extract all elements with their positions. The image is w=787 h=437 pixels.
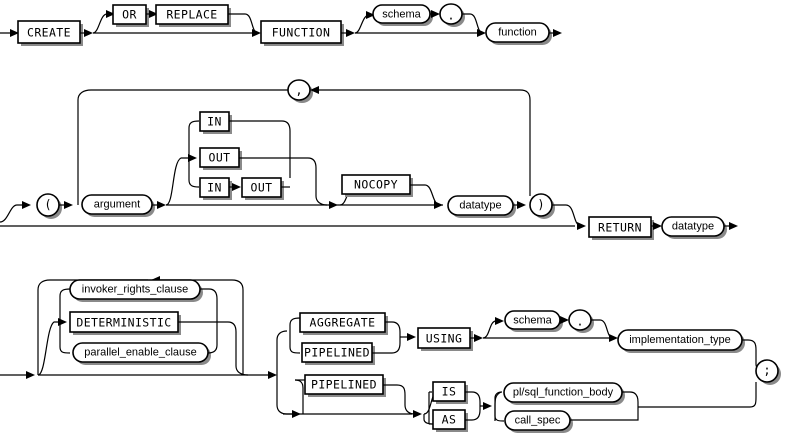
node-function-keyword-label: FUNCTION [272,26,331,40]
node-datatype-2: datatype [661,216,727,239]
node-out-1-label: OUT [209,151,231,165]
node-replace: REPLACE [155,4,231,27]
node-parallel-enable-clause-label: parallel_enable_clause [84,346,197,358]
node-out-2: OUT [241,177,284,200]
node-argument: argument [81,194,155,217]
node-as: AS [432,409,468,432]
node-is-label: IS [442,385,457,399]
node-in-2-label: IN [207,181,222,195]
node-in-1-label: IN [207,115,222,129]
node-out-2-label: OUT [251,181,273,195]
node-function-keyword: FUNCTION [260,20,344,46]
node-return: RETURN [588,216,654,240]
node-aggregate-label: AGGREGATE [310,316,376,330]
node-pipelined-1-label: PIPELINED [304,346,370,360]
node-pipelined-1: PIPELINED [301,342,375,365]
node-implementation-type-label: implementation_type [629,334,731,346]
node-dot-1: . [439,3,465,27]
node-replace-label: REPLACE [166,8,217,22]
node-semicolon: ; [755,359,781,385]
node-deterministic: DETERMINISTIC [69,311,181,335]
node-call-spec: call_spec [504,410,573,433]
node-rparen: ) [529,193,555,219]
node-invoker-rights-clause-label: invoker_rights_clause [82,283,188,295]
node-pipelined-2: PIPELINED [304,374,386,397]
node-invoker-rights-clause: invoker_rights_clause [69,279,203,302]
node-dot-2: . [568,309,594,333]
node-using: USING [417,327,473,351]
node-schema-1-label: schema [382,8,421,20]
node-lparen-label: ( [44,198,51,212]
node-as-label: AS [442,413,457,427]
node-dot-2-label: . [576,315,583,329]
node-plsql-function-body-label: pl/sql_function_body [513,386,614,398]
node-comma-label: , [295,84,302,98]
node-is: IS [432,381,468,404]
node-argument-label: argument [94,198,140,210]
node-dot-1-label: . [447,9,454,23]
node-schema-2: schema [504,310,563,332]
node-schema-1: schema [372,4,433,26]
node-lparen: ( [36,193,62,219]
node-or: OR [112,4,149,27]
node-implementation-type: implementation_type [617,329,745,353]
node-nocopy: NOCOPY [341,174,413,197]
node-plsql-function-body: pl/sql_function_body [503,382,625,405]
node-or-label: OR [122,8,137,22]
node-pipelined-2-label: PIPELINED [311,378,377,392]
node-out-1: OUT [199,147,242,170]
node-function-name: function [485,22,552,45]
node-in-1: IN [199,111,232,134]
node-return-label: RETURN [598,221,642,235]
node-using-label: USING [426,332,463,346]
node-aggregate: AGGREGATE [299,312,388,335]
node-call-spec-label: call_spec [515,414,561,426]
node-comma: , [287,79,313,103]
node-parallel-enable-clause: parallel_enable_clause [72,342,211,365]
node-create: CREATE [17,20,83,46]
node-function-name-label: function [498,26,537,38]
node-rparen-label: ) [537,198,544,212]
node-datatype-1: datatype [447,195,516,218]
node-in-2: IN [199,177,232,200]
node-datatype-1-label: datatype [459,199,501,211]
node-datatype-2-label: datatype [672,220,714,232]
node-nocopy-label: NOCOPY [354,178,398,192]
node-deterministic-label: DETERMINISTIC [76,316,171,330]
node-create-label: CREATE [27,26,71,40]
node-schema-2-label: schema [513,314,552,326]
node-semicolon-label: ; [763,364,770,378]
